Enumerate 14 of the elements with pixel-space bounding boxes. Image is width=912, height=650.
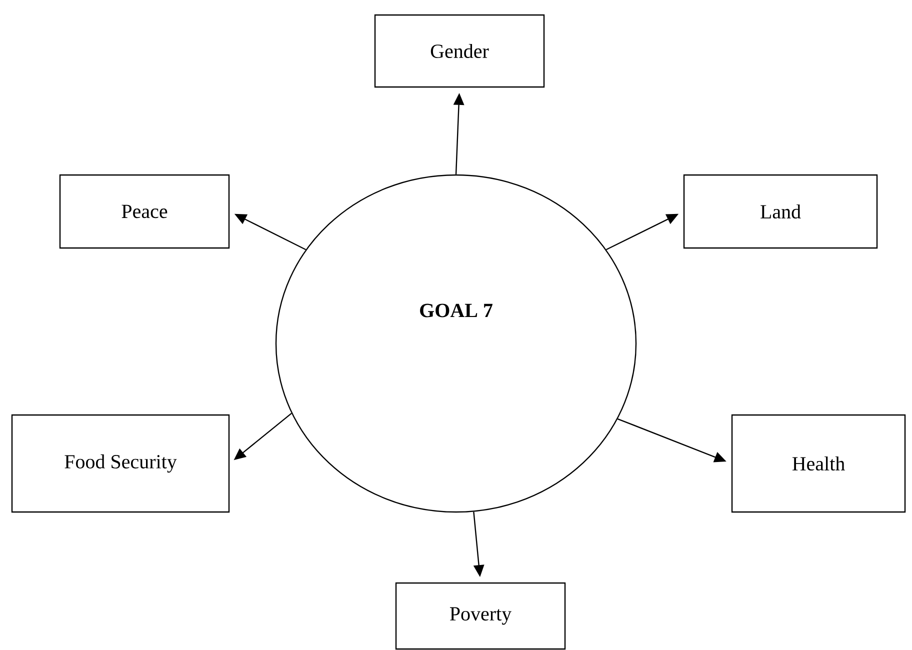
label-box bbox=[683, 174, 878, 249]
node-label: Food Security bbox=[64, 454, 177, 473]
label-box bbox=[374, 14, 545, 88]
node-label: GOAL 7 bbox=[420, 304, 492, 318]
label-box bbox=[395, 582, 566, 650]
node-label: Land bbox=[760, 204, 801, 219]
node-label: Gender bbox=[430, 44, 489, 58]
label-box bbox=[11, 414, 230, 513]
label-box bbox=[59, 174, 230, 249]
circle-node bbox=[275, 174, 637, 513]
node-label: Poverty bbox=[450, 607, 512, 625]
node-label: Peace bbox=[122, 204, 168, 218]
node-label: Health bbox=[792, 456, 845, 471]
label-box bbox=[731, 414, 906, 513]
